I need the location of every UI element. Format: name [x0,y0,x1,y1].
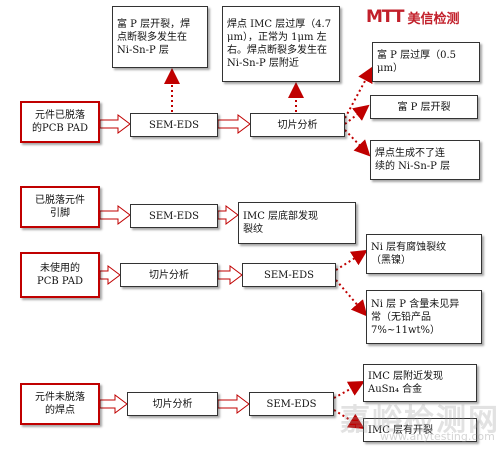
row3-slice-node: 切片分析 [120,263,218,287]
row1-result-2-text: 富 P 层开裂 [397,101,451,113]
row1-result-3: 焊点生成不了连 续的 Ni-Sn-P 层 [370,140,480,180]
row1-start-node: 元件已脱落 的PCB PAD [20,101,100,143]
row2-result: IMC 层底部发现 裂纹 [238,202,356,244]
row1-sem-label: SEM-EDS [149,119,199,131]
block-arrow-r2b [217,205,239,225]
row3-result-2: Ni 层 P 含量未见异 常（无铅产品 7%~11wt%） [366,290,482,344]
row1-slice-finding-text: 焊点 IMC 层过厚（4.7 μm），正常为 1μm 左 右。焊点断裂多发生在 … [227,19,332,69]
row3-sem-node: SEM-EDS [242,263,336,287]
block-arrow-r3b [217,265,243,285]
row1-slice-finding: 焊点 IMC 层过厚（4.7 μm），正常为 1μm 左 右。焊点断裂多发生在 … [222,6,340,82]
dotted-arrow-r4-result2 [333,409,365,430]
row1-sem-finding-text: 富 P 层开裂，焊 点断裂多发生在 Ni-Sn-P 层 [117,18,191,56]
block-arrow-r1a [99,114,131,134]
dotted-arrow-r1-result2 [344,104,370,125]
row2-sem-label: SEM-EDS [149,210,199,222]
row1-result-1-text: 富 P 层过厚（0.5 μm） [377,50,456,74]
row1-result-1: 富 P 层过厚（0.5 μm） [372,42,480,82]
block-arrow-r2a [99,205,131,225]
row4-result-1-text: IMC 层附近发现 AuSn₄ 合金 [368,371,444,395]
block-arrow-r3a [99,265,121,285]
watermark: 嘉峪检测网 [340,403,500,438]
dotted-arrow-r4-result1 [333,381,365,399]
row4-result-2: IMC 层有开裂 [363,418,477,442]
row4-slice-node: 切片分析 [127,392,218,416]
row1-result-2: 富 P 层开裂 [370,95,478,119]
row3-start-node: 未使用的 PCB PAD [20,252,100,298]
logo-mark: MTT [366,7,404,27]
row2-start-label: 已脱落元件 引脚 [35,195,85,219]
dotted-arrow-r3-result2 [335,279,368,317]
row4-start-label: 元件未脱落 的焊点 [35,392,85,416]
block-arrow-r4b [217,394,250,414]
row4-sem-label: SEM-EDS [266,398,317,410]
watermark-url: www.anytesting.com [380,430,495,443]
row1-slice-label: 切片分析 [277,119,318,131]
block-arrow-r4a [99,394,128,414]
row1-result-3-text: 焊点生成不了连 续的 Ni-Sn-P 层 [375,148,451,172]
row3-result-1-text: Ni 层有腐蚀裂纹 （黑镍） [371,242,447,266]
row3-result-1: Ni 层有腐蚀裂纹 （黑镍） [366,234,482,274]
row3-start-label: 未使用的 PCB PAD [37,263,83,287]
row4-sem-node: SEM-EDS [249,392,334,416]
row3-result-2-text: Ni 层 P 含量未见异 常（无铅产品 7%~11wt%） [371,298,460,336]
brand-logo: MTT 美信检测 [366,6,496,28]
dotted-arrow-r1-result1 [344,66,373,119]
dotted-arrow-r1-result3 [344,129,371,157]
row4-slice-label: 切片分析 [152,398,193,410]
row2-sem-node: SEM-EDS [130,204,218,228]
logo-text: 美信检测 [407,11,460,27]
row2-start-node: 已脱落元件 引脚 [20,186,100,228]
row4-result-2-text: IMC 层有开裂 [368,424,434,436]
row4-start-node: 元件未脱落 的焊点 [20,383,100,425]
row3-slice-label: 切片分析 [149,269,189,281]
row3-sem-label: SEM-EDS [264,269,314,281]
row1-sem-finding: 富 P 层开裂，焊 点断裂多发生在 Ni-Sn-P 层 [112,6,208,68]
row1-sem-node: SEM-EDS [130,113,218,137]
row2-result-text: IMC 层底部发现 裂纹 [243,211,319,235]
dotted-arrow-r3-result1 [335,249,368,271]
block-arrow-r1b [217,114,251,134]
row1-start-label: 元件已脱落 的PCB PAD [32,110,88,134]
row4-result-1: IMC 层附近发现 AuSn₄ 合金 [363,364,477,402]
row1-slice-node: 切片分析 [250,113,345,137]
